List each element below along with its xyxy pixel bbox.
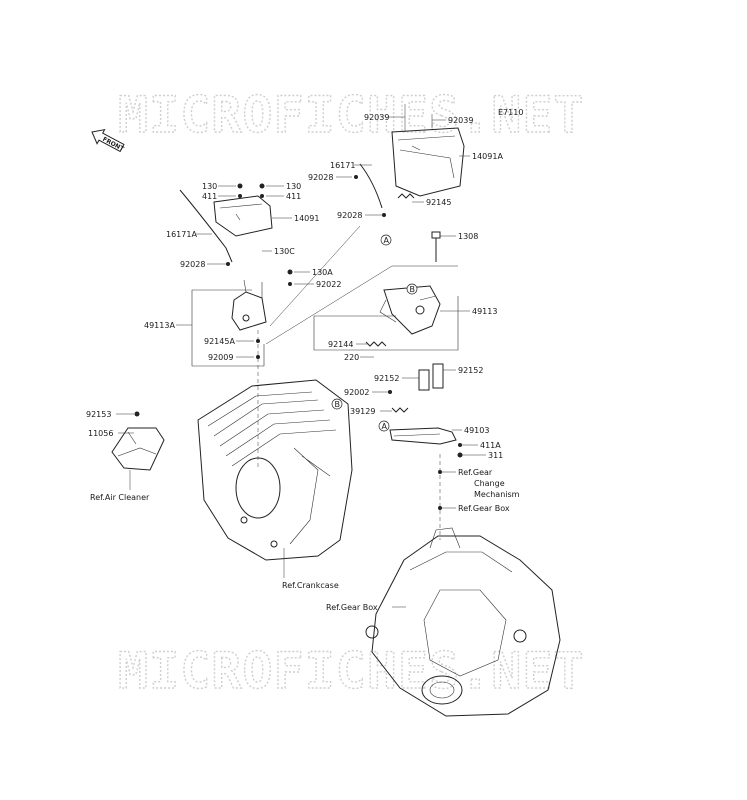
callout-92145a: 92145A: [204, 337, 235, 346]
ref-mark-b1: B: [406, 283, 418, 295]
ref-gear-box: Ref.Gear Box: [326, 603, 378, 612]
svg-text:B: B: [410, 285, 416, 294]
ref-mark-b2: B: [331, 398, 343, 410]
ref-mark-a1: A: [380, 234, 392, 246]
svg-text:A: A: [382, 422, 388, 431]
bar-92152a: [418, 369, 430, 391]
callout-92028: 92028: [180, 260, 205, 269]
spring-92144: [365, 341, 387, 347]
callout-92145: 92145: [426, 198, 451, 207]
callout-16171a: 16171A: [166, 230, 197, 239]
fastener-dots: [134, 175, 463, 510]
callout-49113a: 49113A: [144, 321, 175, 330]
spring-92145: [397, 193, 415, 199]
callout-130c: 130C: [274, 247, 295, 256]
bolt-1308: [431, 231, 441, 262]
ref-crankcase: Ref.Crankcase: [282, 581, 339, 590]
callout-92153: 92153: [86, 410, 111, 419]
callout-92152: 92152: [374, 374, 399, 383]
callout-92028: 92028: [337, 211, 362, 220]
callout-92144: 92144: [328, 340, 353, 349]
svg-text:B: B: [335, 400, 341, 409]
callout-411: 411: [202, 192, 217, 201]
ref-air-cleaner: Ref.Air Cleaner: [90, 493, 150, 502]
callout-130: 130: [286, 182, 301, 191]
svg-text:A: A: [384, 236, 390, 245]
watermark-bottom: MICROFICHES.NET: [118, 642, 585, 700]
callout-14091a: 14091A: [472, 152, 503, 161]
callout-92039: 92039: [448, 116, 473, 125]
ref-gear-change-line2: Change: [474, 479, 505, 488]
bracket-11056: [111, 427, 165, 471]
callout-leaders: [116, 104, 486, 608]
callout-130a: 130A: [312, 268, 333, 277]
callout-16171: 16171: [330, 161, 355, 170]
callout-411: 411: [286, 192, 301, 201]
callout-92039: 92039: [364, 113, 389, 122]
callout-49113: 49113: [472, 307, 497, 316]
bar-92152b: [432, 363, 444, 389]
callout-92028: 92028: [308, 173, 333, 182]
ref-gear-change-line3: Mechanism: [474, 490, 520, 499]
bracket-49113: [379, 285, 441, 335]
cover-14091a: [391, 127, 465, 197]
gear-box: [365, 527, 561, 717]
cable-16171a: [179, 189, 233, 263]
callout-411a: 411A: [480, 441, 501, 450]
callout-92002: 92002: [344, 388, 369, 397]
cover-14091: [213, 195, 273, 237]
callout-39129: 39129: [350, 407, 375, 416]
engine-crankcase: [197, 379, 353, 561]
callout-130: 130: [202, 182, 217, 191]
watermark-top: MICROFICHES.NET: [118, 86, 585, 144]
callout-92009: 92009: [208, 353, 233, 362]
callout-49103: 49103: [464, 426, 489, 435]
callout-e7110: E7110: [498, 108, 523, 117]
bracket-49113a: [231, 279, 267, 331]
cable-16171: [359, 163, 383, 209]
callout-11056: 11056: [88, 429, 113, 438]
callout-92152: 92152: [458, 366, 483, 375]
ref-mark-a2: A: [378, 420, 390, 432]
callout-14091: 14091: [294, 214, 319, 223]
ref-gear-change-line1: Ref.Gear: [458, 468, 493, 477]
callout-92022: 92022: [316, 280, 341, 289]
callout-311: 311: [488, 451, 503, 460]
callout-1308: 1308: [458, 232, 478, 241]
ref-gear-box: Ref.Gear Box: [458, 504, 510, 513]
lever-49103: [389, 427, 457, 445]
spring-39129: [391, 407, 409, 413]
callout-220: 220: [344, 353, 359, 362]
